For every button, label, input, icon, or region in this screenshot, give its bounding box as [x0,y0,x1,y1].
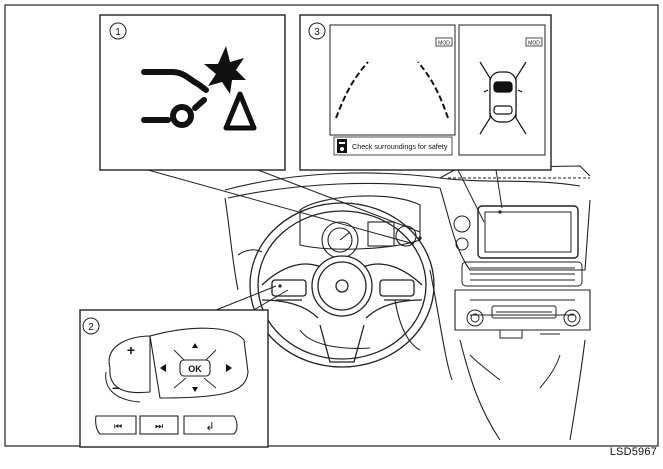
ok-button[interactable]: OK [188,364,202,374]
figure-code: LSD5967 [609,446,657,458]
view-mode-badge-left: MOD [438,41,450,47]
panel-2: 2 + – OK ⏮ ⏭ ↲ [79,309,269,448]
previous-track-icon: ⏮ [114,421,122,431]
vehicle-top-view-icon [479,61,527,135]
steering-wheel [249,202,435,368]
panel-1: 1 [99,14,286,171]
guide-line-right [417,61,449,119]
rear-camera-view [329,24,456,136]
callout-1-label: 1 [115,27,121,38]
callout-2-label: 2 [88,322,94,333]
leader-dot-switch [278,284,282,288]
next-button[interactable] [139,415,179,435]
next-track-icon: ⏭ [155,421,163,431]
view-mode-badge-right: MOD [528,41,540,47]
ok-button-frame[interactable] [179,359,211,377]
down-arrow-button[interactable] [192,387,198,392]
volume-up-button[interactable]: + [127,342,135,358]
left-arrow-button[interactable] [160,364,166,372]
leader-dot-meter [418,236,422,240]
volume-rocker [108,335,151,394]
warning-strip [333,136,453,156]
impact-star-icon [204,46,246,94]
center-console [461,261,583,389]
previous-button[interactable] [95,415,137,435]
figure-frame [4,4,659,447]
back-button[interactable] [183,415,238,435]
callout-3-label: 3 [314,27,320,38]
volume-down-button[interactable]: – [112,379,120,395]
panel-3: 3 MOD Check surroundings for safety MOD [299,14,552,171]
guide-line-left [335,61,369,119]
sonar-indicator-icon [337,139,347,153]
dashboard-lines [224,165,591,441]
front-collision-warning-icon [141,69,257,131]
leader-dot-display [498,210,502,214]
up-arrow-button[interactable] [192,343,198,348]
right-arrow-button[interactable] [226,364,232,372]
back-arrow-icon: ↲ [205,421,214,433]
warning-message: Check surroundings for safety [352,142,448,151]
center-display [453,205,579,259]
